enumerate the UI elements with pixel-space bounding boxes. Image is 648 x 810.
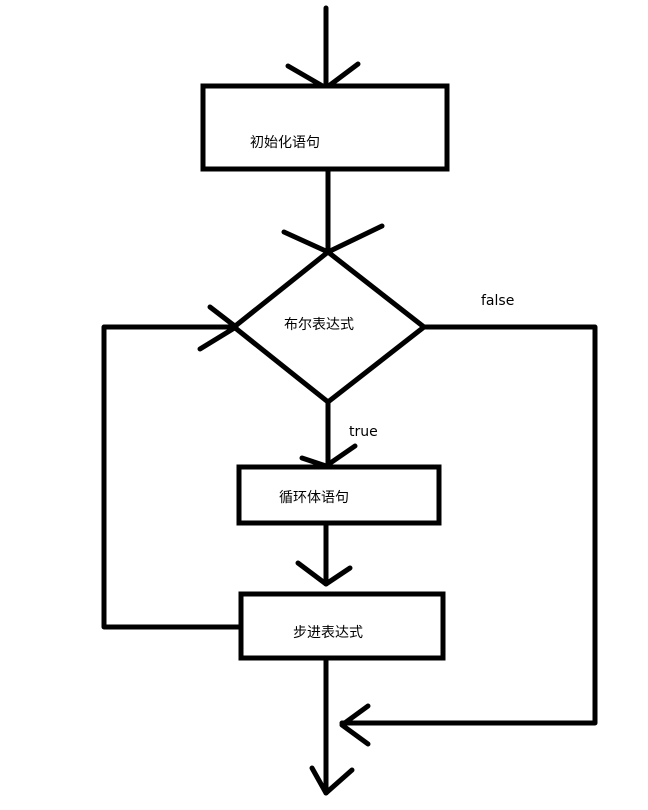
body-label: 循环体语句: [279, 490, 349, 506]
exit-arrow-head: [309, 765, 355, 796]
init-box: [200, 83, 450, 172]
body-to-step-head: [295, 560, 353, 587]
init-label: 初始化语句: [250, 134, 320, 151]
loop-back-line: [101, 324, 244, 630]
false-label: false: [481, 293, 514, 309]
step-label: 步进表达式: [293, 625, 363, 641]
false-branch-line: [339, 324, 598, 726]
step-box: [238, 591, 446, 661]
init-to-condition-head: [281, 223, 385, 255]
loop-back-head: [197, 304, 239, 352]
condition-label: 布尔表达式: [284, 317, 354, 333]
body-box: [236, 464, 442, 526]
true-label: true: [349, 424, 378, 440]
false-branch-head: [339, 703, 371, 747]
